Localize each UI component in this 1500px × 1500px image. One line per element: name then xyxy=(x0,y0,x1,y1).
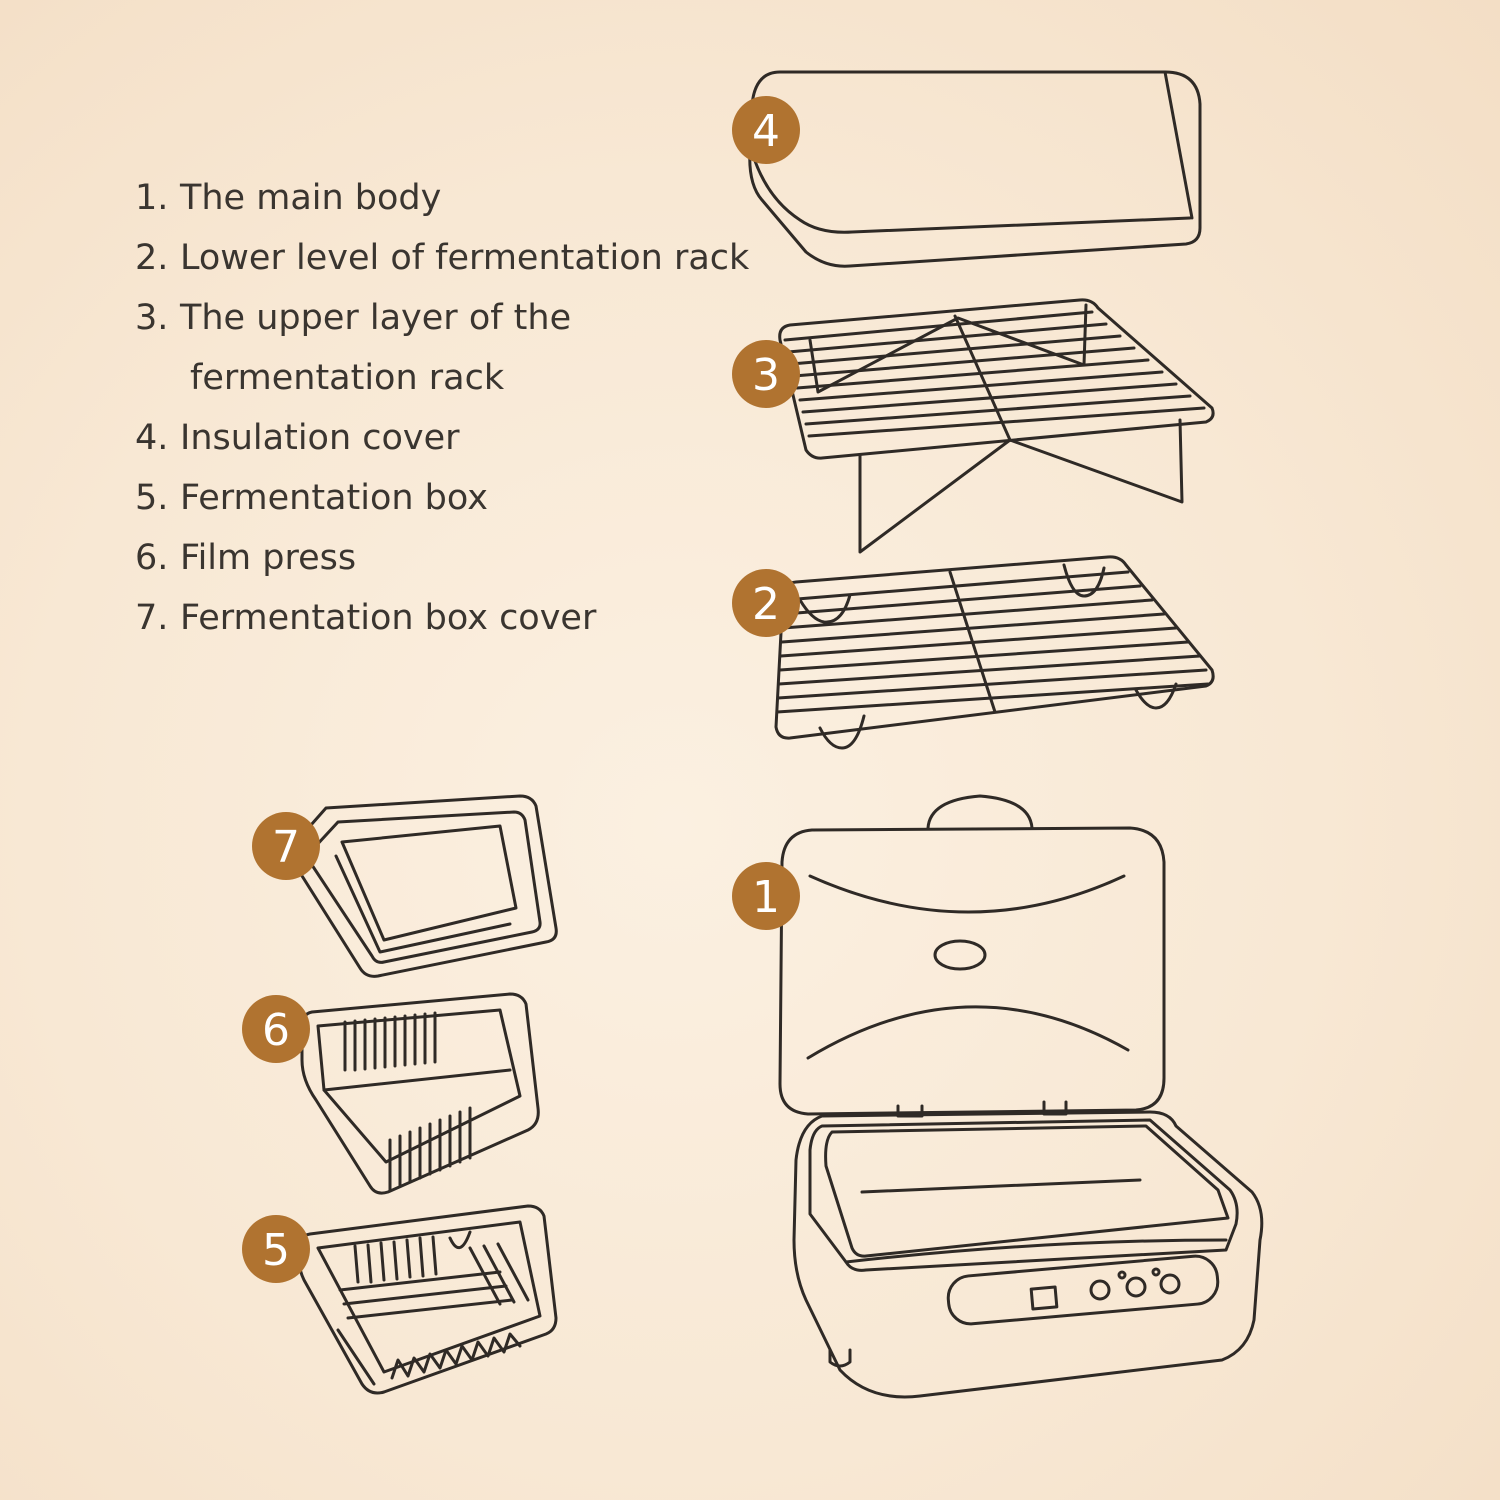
lower-rack-drawing xyxy=(774,555,1215,750)
main-body-drawing xyxy=(778,794,1264,1399)
legend-item-insulation-cover: 4.Insulation cover xyxy=(135,418,460,458)
callout-2-badge: 2 xyxy=(732,569,800,637)
callout-2-label: 2 xyxy=(752,579,780,630)
callout-4-badge: 4 xyxy=(732,96,800,164)
callout-1-label: 1 xyxy=(752,872,780,923)
legend-item-main-body: 1.The main body xyxy=(135,178,442,218)
box-cover-drawing xyxy=(288,794,558,978)
legend-item-lower-rack: 2.Lower level of fermentation rack xyxy=(135,238,750,278)
fermentation-box-drawing xyxy=(296,1204,558,1395)
callout-4-label: 4 xyxy=(752,106,780,157)
insulation-cover-drawing xyxy=(748,70,1202,268)
legend-item-fermentation-box: 5.Fermentation box xyxy=(135,478,488,518)
callout-6-badge: 6 xyxy=(242,995,310,1063)
callout-5-badge: 5 xyxy=(242,1215,310,1283)
film-press-drawing xyxy=(300,992,540,1195)
callout-3-badge: 3 xyxy=(732,340,800,408)
parts-legend: 1.The main body 2.Lower level of ferment… xyxy=(135,168,749,648)
callout-5-label: 5 xyxy=(262,1225,290,1276)
legend-item-box-cover: 7.Fermentation box cover xyxy=(135,598,597,638)
callout-7-badge: 7 xyxy=(252,812,320,880)
legend-item-film-press: 6.Film press xyxy=(135,538,357,578)
callout-6-label: 6 xyxy=(262,1005,290,1056)
callout-1-badge: 1 xyxy=(732,862,800,930)
upper-rack-drawing xyxy=(778,298,1215,554)
callout-7-label: 7 xyxy=(272,822,300,873)
callout-3-label: 3 xyxy=(752,350,780,401)
